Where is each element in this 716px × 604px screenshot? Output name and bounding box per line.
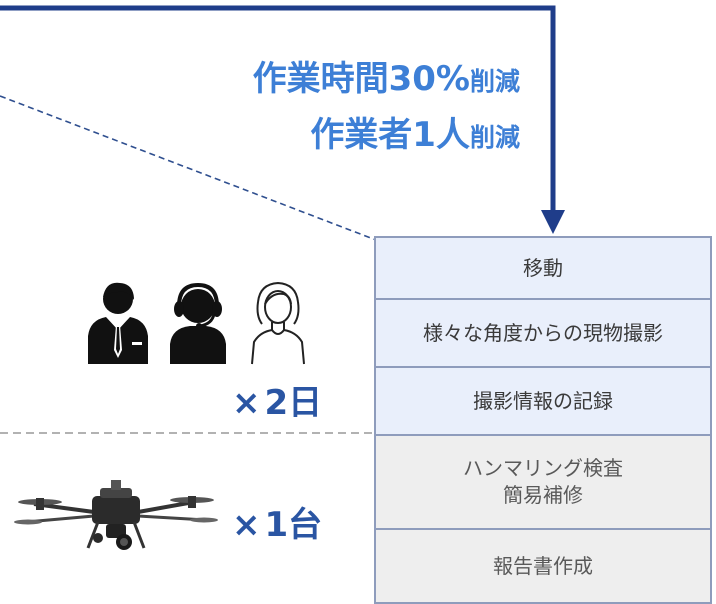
multiply-symbol: × — [232, 383, 261, 423]
reduction-arrow-line — [0, 5, 556, 212]
task-hammering: ハンマリング検査 簡易補修 — [376, 436, 710, 530]
drone-multiplier: ×1台 — [232, 508, 322, 542]
time-reduction-text: 作業時間30% — [252, 59, 470, 99]
worker-icons — [88, 281, 305, 365]
headset-operator-icon — [170, 282, 226, 364]
reduction-arrow-head — [541, 210, 565, 234]
task-photo: 様々な角度からの現物撮影 — [376, 300, 710, 368]
worker-days-text: 2日 — [264, 383, 323, 423]
businessman-icon — [88, 282, 148, 364]
headline-line-1: 作業時間30%削減 — [253, 62, 520, 96]
task-stack: 移動 様々な角度からの現物撮影 撮影情報の記録 ハンマリング検査 簡易補修 報告… — [374, 236, 712, 604]
drone-units-text: 1台 — [264, 505, 323, 545]
woman-outline-icon — [251, 281, 305, 365]
drone-icon — [14, 480, 218, 550]
worker-reduction-text: 作業者1人 — [310, 115, 470, 155]
worker-reduction-suffix: 削減 — [469, 123, 520, 152]
headline-line-2: 作業者1人削減 — [310, 118, 520, 152]
task-move: 移動 — [376, 238, 710, 300]
dashed-diagonal-line — [0, 95, 377, 241]
task-report: 報告書作成 — [376, 530, 710, 602]
multiply-symbol: × — [232, 505, 261, 545]
time-reduction-suffix: 削減 — [469, 67, 520, 96]
worker-multiplier: ×2日 — [232, 386, 322, 420]
task-record: 撮影情報の記録 — [376, 368, 710, 436]
